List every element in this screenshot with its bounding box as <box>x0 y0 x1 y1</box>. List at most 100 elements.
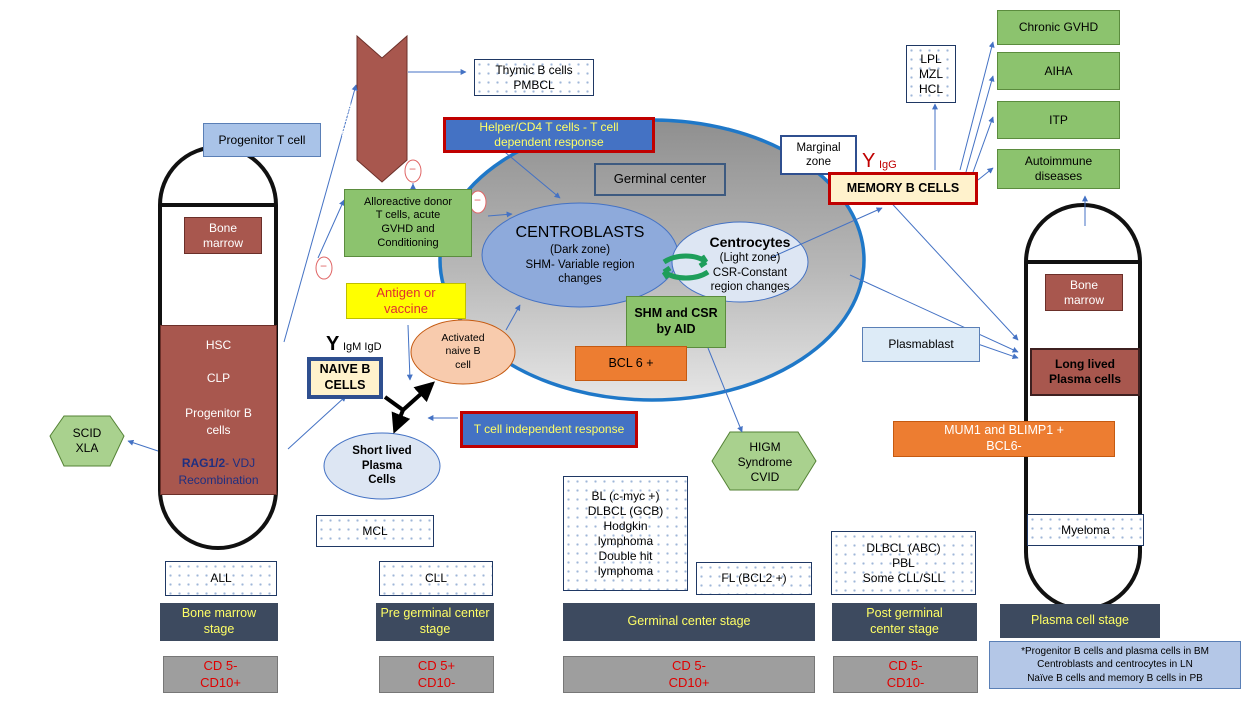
myeloma-label: Myeloma <box>1061 522 1110 537</box>
stage-pre-germinal: Pre germinal center stage <box>376 603 494 641</box>
markers-pre-germinal: CD 5+ CD10- <box>379 656 494 693</box>
centrocytes-title: Centrocytes <box>709 233 791 250</box>
all-box: ALL <box>165 561 277 596</box>
left-bone-marrow-line2: marrow <box>202 235 243 250</box>
plasmablast-box: Plasmablast <box>862 327 980 362</box>
antigen-line1: Antigen or <box>376 284 436 300</box>
marginal-zone-line2: zone <box>806 156 831 168</box>
gc-lymphoma-box: BL (c-myc +) DLBCL (GCB) Hodgkin lymphom… <box>563 476 688 591</box>
dlbcl-gcb-label: DLBCL (GCB) <box>587 503 664 518</box>
double-hit-label: Double hit <box>598 548 653 563</box>
naive-b-box: NAIVE B CELLS <box>307 357 383 399</box>
naive-b-line2: CELLS <box>324 378 366 392</box>
centrocytes-ellipse <box>671 221 809 303</box>
stage-pre-line1: Pre germinal center <box>380 606 490 621</box>
autoimmune-line1: Autoimmune <box>1024 154 1093 168</box>
footnote-line3: Naïve B cells and memory B cells in PB <box>1027 672 1203 684</box>
markers-gc-line2: CD10+ <box>668 674 710 690</box>
thymic-b-cells-line2: PMBCL <box>513 77 555 92</box>
fl-label: FL (BCL2 +) <box>721 571 787 585</box>
myeloma-box: Myeloma <box>1027 514 1144 546</box>
hodgkin-label: Hodgkin <box>603 518 648 533</box>
marginal-zone-box: Marginal zone <box>780 135 857 175</box>
naive-y-icon: Y <box>326 333 340 355</box>
double-hit-lymphoma-label: lymphoma <box>597 563 654 578</box>
markers-post-line1: CD 5- <box>888 658 923 674</box>
t-independent-label: T cell independent response <box>473 422 625 436</box>
left-bone-marrow-box: Bone marrow <box>184 217 262 254</box>
scid-line2: XLA <box>75 441 99 455</box>
thymic-b-cells-box: Thymic B cells PMBCL <box>474 59 594 96</box>
antigen-box: Antigen or vaccine <box>346 283 466 319</box>
hodgkin-lymphoma-label: lymphoma <box>597 533 654 548</box>
stage-post-line2: center stage <box>870 622 939 636</box>
stage-bm-line1: Bone marrow <box>181 606 257 621</box>
right-bone-marrow-line2: marrow <box>1063 292 1104 307</box>
scid-text: SCID XLA <box>62 420 112 462</box>
stage-gc-label: Germinal center stage <box>627 614 751 629</box>
flow-arrows <box>127 41 1088 452</box>
alloreactive-line3: GVHD and <box>381 223 435 235</box>
centrocytes-text: Centrocytes (Light zone) CSR-Constant re… <box>690 228 810 300</box>
rag-label: RAG1/2 <box>181 456 226 470</box>
memory-ig-label: IgG <box>879 159 897 171</box>
alloreactive-line1: Alloreactive donor <box>363 195 453 208</box>
bcl6-label: BCL 6 + <box>608 355 654 370</box>
stage-bone-marrow: Bone marrow stage <box>160 603 278 641</box>
itp-box: ITP <box>997 101 1120 139</box>
long-lived-line2: Plasma cells <box>1048 372 1122 386</box>
higm-line2: Syndrome <box>737 454 793 469</box>
exchange-arrow-icon <box>662 253 709 269</box>
aiha-label: AIHA <box>1044 63 1073 78</box>
minus-sign: − <box>474 193 482 207</box>
right-marrow-outline <box>1024 203 1142 611</box>
alloreactive-box: Alloreactive donor T cells, acute GVHD a… <box>344 189 472 257</box>
thymus-shape <box>356 34 408 183</box>
footnote-line2: Centroblasts and centrocytes in LN <box>1037 659 1193 671</box>
lpl-label: LPL <box>920 51 942 66</box>
centroblasts-line3: changes <box>558 273 602 286</box>
cll-label: CLL <box>424 571 447 585</box>
stage-plasma-label: Plasma cell stage <box>1031 613 1129 628</box>
thymus-label: Thymus <box>339 100 353 143</box>
footnote-box: *Progenitor B cells and plasma cells in … <box>989 641 1241 689</box>
recombination-label: Recombination <box>178 473 259 487</box>
progenitor-b-line2: cells <box>206 423 231 437</box>
bcl6-box: BCL 6 + <box>575 346 687 381</box>
alloreactive-line2: T cells, acute <box>375 209 441 222</box>
memory-y-icon: Y <box>862 150 876 172</box>
scid-hexagon <box>49 415 125 467</box>
progenitor-t-label: Progenitor T cell <box>218 132 306 147</box>
shm-csr-line2: by AID <box>656 322 696 336</box>
fl-box: FL (BCL2 +) <box>696 562 812 595</box>
centroblasts-line1: (Dark zone) <box>549 244 611 257</box>
dlbcl-abc-label: DLBCL (ABC) <box>866 540 941 555</box>
centrocytes-line1: (Light zone) <box>719 252 781 265</box>
memory-b-label: MEMORY B CELLS <box>846 180 960 195</box>
mcl-box: MCL <box>316 515 434 547</box>
mum1-box: MUM1 and BLIMP1 + BCL6- <box>893 421 1115 457</box>
markers-pre-line1: CD 5+ <box>417 658 456 674</box>
short-lived-line3: Cells <box>368 474 396 487</box>
mzl-label: MZL <box>919 66 943 81</box>
mum1-line1: MUM1 and BLIMP1 + <box>944 423 1064 438</box>
inhibition-circles <box>315 159 487 280</box>
black-branch-arrows <box>383 381 435 434</box>
all-label: ALL <box>210 571 232 585</box>
autoimmune-box: Autoimmune diseases <box>997 149 1120 189</box>
helper-cd4-line2: dependent response <box>494 135 604 149</box>
antigen-line2: vaccine <box>383 301 429 316</box>
vdj-label: - VDJ <box>225 456 256 470</box>
right-bone-marrow-line1: Bone <box>1069 277 1099 292</box>
germinal-center-text: Germinal center <box>613 171 707 187</box>
markers-post-germinal: CD 5- CD10- <box>833 656 978 693</box>
t-independent-box: T cell independent response <box>460 411 638 448</box>
naive-b-line1: NAIVE B <box>319 362 371 377</box>
pbl-label: PBL <box>892 555 915 570</box>
footnote-line1: *Progenitor B cells and plasma cells in … <box>1021 645 1209 657</box>
progenitor-t-box: Progenitor T cell <box>203 123 321 157</box>
higm-line1: HIGM <box>749 439 781 454</box>
activated-naive-line1: Activated <box>441 332 485 345</box>
markers-bm-line2: CD10+ <box>200 674 241 690</box>
